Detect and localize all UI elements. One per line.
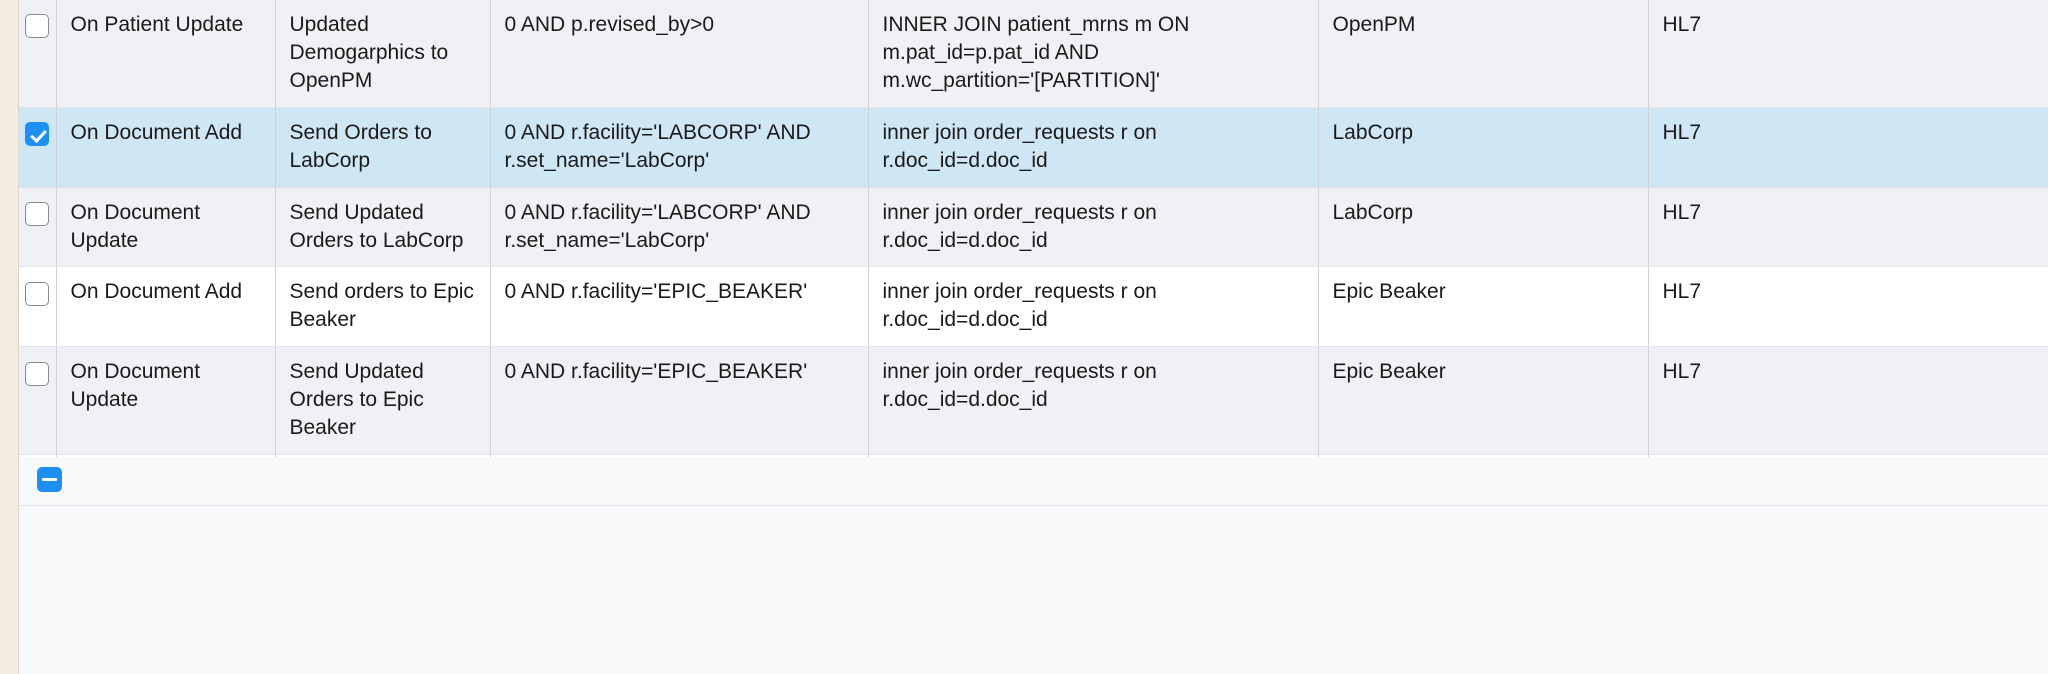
detail-area [19, 506, 2048, 674]
minus-icon[interactable] [37, 467, 62, 492]
left-gutter-strip [0, 0, 18, 674]
cell-format[interactable]: HL7 [1648, 187, 2048, 268]
cell-description[interactable]: Send Updated Orders to Epic Beaker [275, 346, 491, 456]
cell-vendor[interactable]: LabCorp [1318, 107, 1649, 188]
checkbox-unchecked-icon[interactable] [25, 14, 50, 39]
cell-description[interactable]: Send Orders to LabCorp [275, 107, 491, 188]
cell-event-type[interactable]: On Document Add [56, 107, 276, 188]
cell-filter[interactable]: 0 AND r.facility='LABCORP' AND r.set_nam… [490, 187, 869, 268]
cell-join[interactable]: inner join order_requests r on r.doc_id=… [868, 266, 1319, 348]
gutter-divider [18, 0, 19, 674]
checkbox-unchecked-icon[interactable] [25, 202, 50, 227]
cell-join[interactable]: inner join order_requests r on r.doc_id=… [868, 107, 1319, 188]
row-select-cell[interactable] [19, 266, 57, 348]
checkbox-unchecked-icon[interactable] [25, 361, 50, 386]
cell-format[interactable]: HL7 [1648, 266, 2048, 348]
row-select-cell[interactable] [19, 187, 57, 268]
cell-format[interactable]: HL7 [1648, 107, 2048, 188]
cell-vendor[interactable]: OpenPM [1318, 0, 1649, 108]
cell-description[interactable]: Send Updated Orders to LabCorp [275, 187, 491, 268]
row-select-cell[interactable] [19, 346, 57, 456]
cell-format[interactable]: HL7 [1648, 346, 2048, 456]
row-select-cell[interactable] [19, 0, 57, 108]
cell-filter[interactable]: 0 AND r.facility='EPIC_BEAKER' [490, 346, 869, 456]
cell-description[interactable]: Updated Demogarphics to OpenPM [275, 0, 491, 108]
checkbox-unchecked-icon[interactable] [25, 281, 50, 306]
cell-join[interactable]: inner join order_requests r on r.doc_id=… [868, 187, 1319, 268]
cell-join[interactable]: inner join order_requests r on r.doc_id=… [868, 346, 1319, 456]
cell-event-type[interactable]: On Patient Update [56, 0, 276, 108]
cell-description[interactable]: Send orders to Epic Beaker [275, 266, 491, 348]
cell-vendor[interactable]: LabCorp [1318, 187, 1649, 268]
cell-join[interactable]: INNER JOIN patient_mrns m ON m.pat_id=p.… [868, 0, 1319, 108]
cell-event-type[interactable]: On Document Add [56, 266, 276, 348]
cell-filter[interactable]: 0 AND r.facility='LABCORP' AND r.set_nam… [490, 107, 869, 188]
cell-event-type[interactable]: On Document Update [56, 346, 276, 456]
cell-event-type[interactable]: On Document Update [56, 187, 276, 268]
cell-filter[interactable]: 0 AND r.facility='EPIC_BEAKER' [490, 266, 869, 348]
cell-vendor[interactable]: Epic Beaker [1318, 266, 1649, 348]
cell-format[interactable]: HL7 [1648, 0, 2048, 108]
expander-row [19, 457, 2048, 506]
row-select-cell[interactable] [19, 107, 57, 188]
cell-vendor[interactable]: Epic Beaker [1318, 346, 1649, 456]
checkbox-checked-icon[interactable] [25, 122, 50, 147]
cell-filter[interactable]: 0 AND p.revised_by>0 [490, 0, 869, 108]
